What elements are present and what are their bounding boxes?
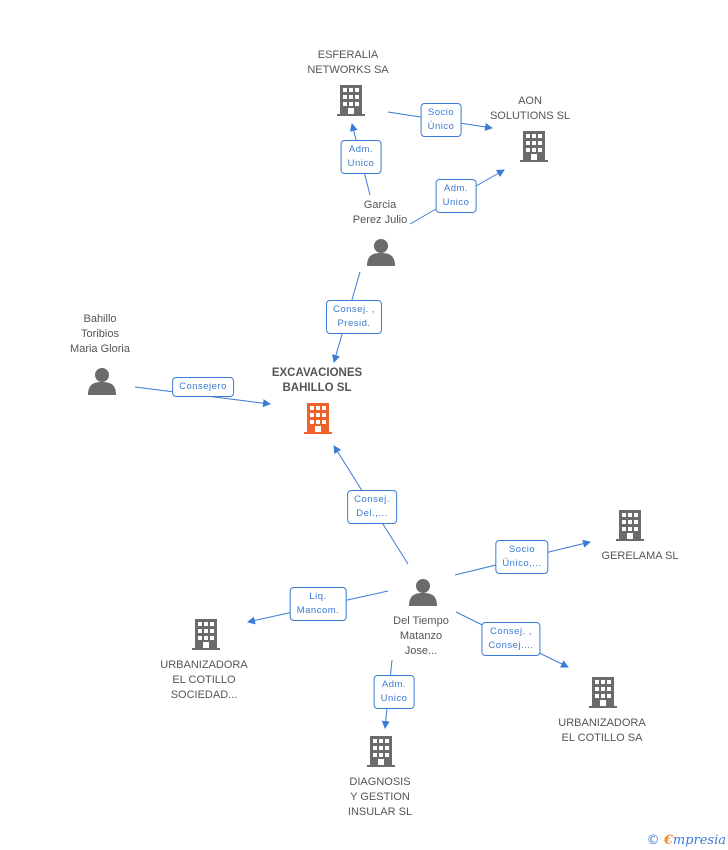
- node-label-garcia[interactable]: Garcia Perez Julio: [352, 199, 408, 226]
- esferalia-building-icon[interactable]: [337, 85, 365, 116]
- edge-label-garcia-excavaciones[interactable]: Consej. , Presid.: [326, 300, 382, 334]
- node-label-bahillo[interactable]: Bahillo Toribios Maria Gloria: [70, 313, 130, 355]
- excavaciones-building-icon[interactable]: [304, 403, 332, 434]
- node-label-esferalia[interactable]: ESFERALIA NETWORKS SA: [307, 49, 389, 76]
- node-label-aon[interactable]: AON SOLUTIONS SL: [489, 95, 571, 122]
- edge-label-deltiempo-excavaciones[interactable]: Consej. Del.,...: [347, 490, 397, 524]
- empresia-watermark: © €mpresia: [647, 833, 726, 848]
- edge-label-deltiempo-urb-sociedad[interactable]: Liq. Mancom.: [289, 587, 347, 621]
- urb-sa-building-icon[interactable]: [589, 677, 617, 708]
- edge-label-bahillo-excavaciones[interactable]: Consejero: [172, 377, 234, 397]
- node-label-diagnosis[interactable]: DIAGNOSIS Y GESTION INSULAR SL: [347, 776, 413, 818]
- gerelama-building-icon[interactable]: [616, 510, 644, 541]
- node-label-urb-sociedad[interactable]: URBANIZADORA EL COTILLO SOCIEDAD...: [160, 659, 248, 701]
- node-label-deltiempo[interactable]: Del Tiempo Matanzo Jose...: [393, 615, 449, 657]
- edge-label-deltiempo-urb-sa[interactable]: Consej. , Consej....: [481, 622, 541, 656]
- brand-name: mpresia: [672, 833, 726, 848]
- edge-label-garcia-aon[interactable]: Adm. Unico: [435, 179, 477, 213]
- edge-label-deltiempo-gerelama[interactable]: Socio Único,...: [495, 540, 549, 574]
- urb-sociedad-building-icon[interactable]: [192, 619, 220, 650]
- deltiempo-person-icon[interactable]: [409, 579, 437, 606]
- edge-label-deltiempo-diagnosis[interactable]: Adm. Unico: [373, 675, 415, 709]
- edge-label-esferalia-aon[interactable]: Socio Único: [420, 103, 462, 137]
- node-label-gerelama[interactable]: GERELAMA SL: [601, 550, 679, 562]
- aon-building-icon[interactable]: [520, 131, 548, 162]
- node-label-excavaciones[interactable]: EXCAVACIONES BAHILLO SL: [271, 367, 363, 394]
- node-label-urb-sa[interactable]: URBANIZADORA EL COTILLO SA: [558, 717, 646, 744]
- brand-initial: €: [663, 833, 673, 848]
- copyright-symbol: ©: [646, 833, 660, 848]
- garcia-person-icon[interactable]: [367, 239, 395, 266]
- edge-label-garcia-esferalia[interactable]: Adm. Unico: [340, 140, 382, 174]
- bahillo-person-icon[interactable]: [88, 368, 116, 395]
- diagnosis-building-icon[interactable]: [367, 736, 395, 767]
